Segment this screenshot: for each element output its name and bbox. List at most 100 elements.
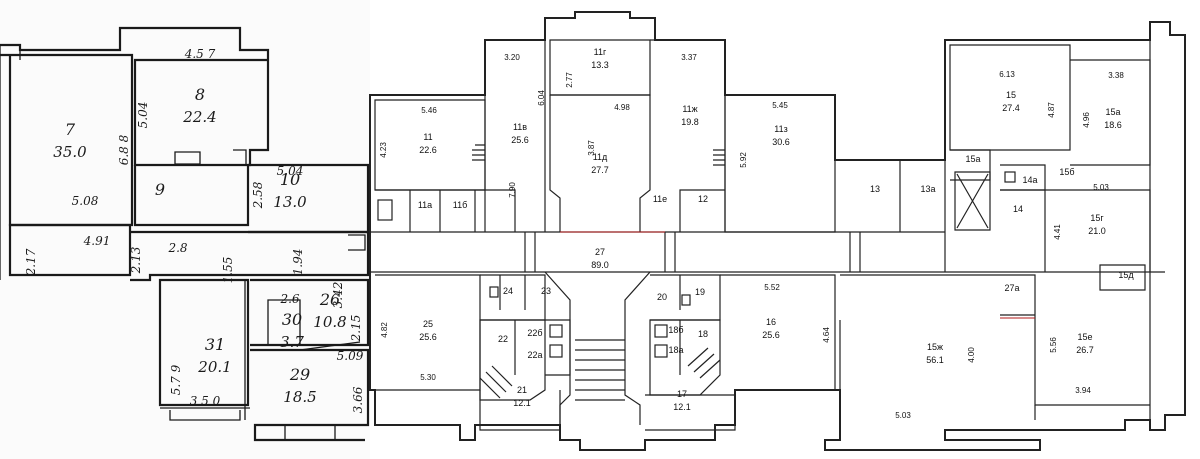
left-room-number: 29 — [289, 365, 310, 384]
right-room-number: 12 — [698, 194, 708, 204]
right-dimension: 5.52 — [764, 283, 780, 292]
right-room-number: 22 — [498, 334, 508, 344]
right-room-area: 18.6 — [1104, 120, 1122, 130]
right-room-number: 15б — [1059, 167, 1074, 177]
right-room-area: 25.6 — [511, 135, 529, 145]
right-room-area: 26.7 — [1076, 345, 1094, 355]
left-dimension: 2.58 — [251, 181, 265, 209]
left-hand-drawn-plan — [0, 0, 370, 459]
left-room-area: 20.1 — [197, 358, 231, 376]
right-dimension: 5.03 — [1093, 183, 1109, 192]
right-room-number: 15а — [1105, 107, 1120, 117]
right-dimension: 7.90 — [508, 182, 517, 198]
left-room-number: 10 — [280, 170, 300, 189]
right-room-number: 24 — [503, 286, 513, 296]
left-room-area: 18.5 — [283, 388, 316, 406]
right-room-number: 11 — [423, 132, 432, 142]
right-room-number: 23 — [541, 286, 551, 296]
left-dimension: 6.8 8 — [117, 134, 131, 165]
right-room-area: 12.1 — [673, 402, 691, 412]
right-dimension: 5.56 — [1049, 337, 1058, 353]
right-room-number: 15д — [1118, 270, 1134, 280]
right-room-number: 25 — [423, 319, 433, 329]
left-dimension: 2.8 — [167, 241, 187, 255]
left-dimension: 2.13 — [129, 246, 143, 274]
right-room-number: 13а — [920, 184, 935, 194]
right-dimension: 5.92 — [739, 152, 748, 168]
right-room-number: 11г — [594, 47, 607, 57]
right-room-number: 15ж — [927, 342, 943, 352]
right-room-number: 15 — [1006, 90, 1016, 100]
left-dimension: 2.15 — [349, 315, 363, 343]
right-dimension: 3.94 — [1075, 386, 1091, 395]
right-dimension: 3.20 — [504, 53, 520, 62]
right-room-area: 89.0 — [591, 260, 609, 270]
left-room-number: 30 — [282, 310, 302, 329]
right-dimension: 5.30 — [420, 373, 436, 382]
right-room-number: 13 — [870, 184, 880, 194]
right-room-number: 15е — [1077, 332, 1092, 342]
right-room-area: 22.6 — [419, 145, 437, 155]
right-room-area: 27.4 — [1002, 103, 1020, 113]
right-room-number: 11е — [653, 194, 667, 204]
right-dimension: 5.46 — [421, 106, 437, 115]
right-dimension: 3.38 — [1108, 71, 1124, 80]
left-dimension: 3.66 — [351, 386, 365, 413]
right-room-area: 27.7 — [591, 165, 609, 175]
right-room-number: 22а — [527, 350, 542, 360]
left-room-area: 10.8 — [313, 313, 346, 331]
left-dimension: 3.42 — [331, 282, 345, 309]
right-room-number: 27а — [1004, 283, 1019, 293]
right-room-number: 11д — [593, 152, 608, 162]
right-dimension: 3.87 — [587, 140, 596, 156]
right-room-number: 14а — [1022, 175, 1037, 185]
right-room-area: 19.8 — [681, 117, 699, 127]
left-room-number: 9 — [155, 180, 165, 199]
right-dimension: 5.45 — [772, 101, 788, 110]
right-room-number: 11а — [418, 200, 432, 210]
left-dimension: 5.09 — [337, 349, 364, 363]
right-room-number: 11ж — [682, 104, 697, 114]
left-dimension: 2.6 — [279, 292, 299, 306]
right-dimension: 3.37 — [681, 53, 697, 62]
left-room-number: 7 — [65, 120, 76, 139]
left-dimension: 5.08 — [72, 194, 99, 208]
left-dimension: 4.91 — [83, 234, 111, 248]
left-dimension: 5.04 — [277, 164, 304, 178]
left-room-area: 35.0 — [53, 143, 87, 161]
right-dimension: 4.87 — [1047, 102, 1056, 118]
right-room-area: 25.6 — [762, 330, 780, 340]
right-dimension: 4.00 — [967, 347, 976, 363]
left-dimension: 3 5 0 — [190, 394, 221, 408]
right-room-number: 11з — [774, 124, 787, 134]
right-room-area: 56.1 — [926, 355, 944, 365]
right-room-number: 14 — [1013, 204, 1023, 214]
left-room-number: 31 — [205, 335, 225, 354]
right-dimension: 6.04 — [537, 90, 546, 106]
right-dimension: 6.13 — [999, 70, 1015, 79]
left-room-area: 13.0 — [273, 193, 307, 211]
right-room-number: 11б — [453, 200, 468, 210]
right-room-number: 17 — [677, 389, 687, 399]
right-room-number: 18а — [668, 345, 683, 355]
right-room-number: 15а — [965, 154, 980, 164]
left-dimension: 5.04 — [136, 102, 150, 129]
right-room-number: 18б — [668, 325, 683, 335]
right-room-area: 13.3 — [591, 60, 609, 70]
right-room-number: 19 — [695, 287, 705, 297]
right-cad-plan — [369, 11, 1186, 451]
right-dimension: 4.23 — [379, 142, 388, 158]
right-dimension: 4.82 — [380, 322, 389, 338]
right-room-area: 21.0 — [1088, 226, 1106, 236]
right-room-number: 27 — [595, 247, 605, 257]
right-room-number: 16 — [766, 317, 776, 327]
right-room-number: 15г — [1090, 213, 1104, 223]
right-room-number: 18 — [698, 329, 708, 339]
right-room-area: 30.6 — [772, 137, 790, 147]
right-dimension: 4.98 — [614, 103, 630, 112]
left-room-number: 26 — [319, 290, 340, 309]
right-room-number: 22б — [527, 328, 542, 338]
left-room-area: 22.4 — [182, 108, 216, 126]
left-dimension: 5.7 9 — [169, 364, 183, 395]
